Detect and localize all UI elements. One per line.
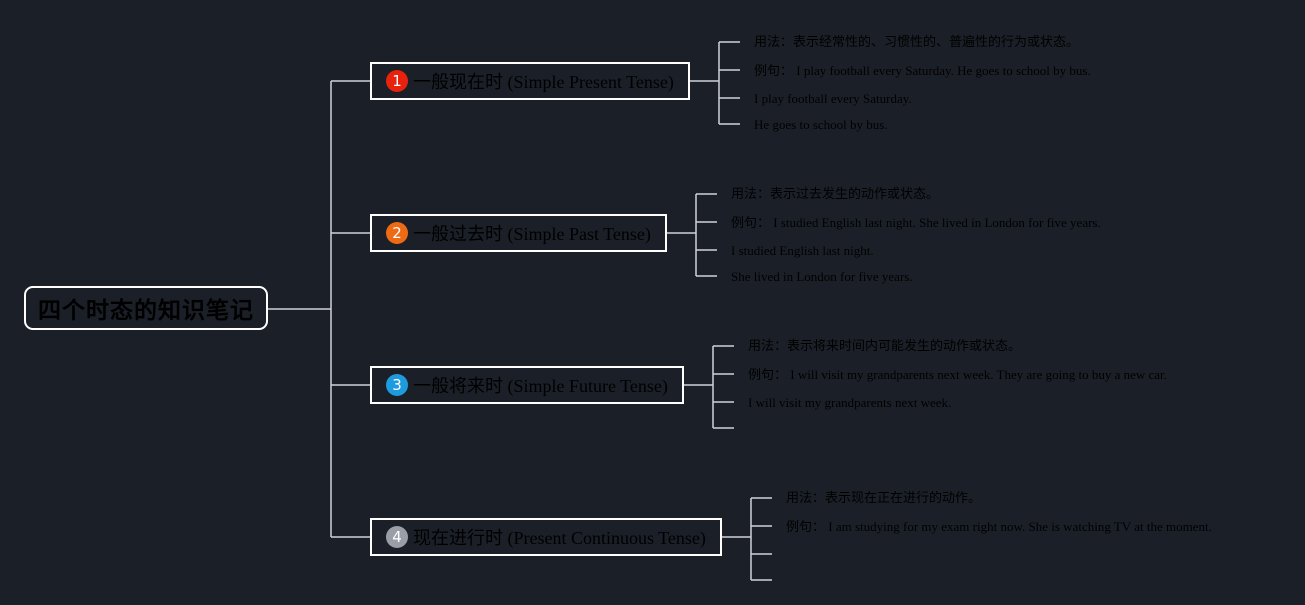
leaf-sentence[interactable]: I play football every Saturday. xyxy=(754,91,912,106)
leaf-usage[interactable]: 用法：表示过去发生的动作或状态。 xyxy=(731,186,940,201)
leaf-usage[interactable]: 用法：表示经常性的、习惯性的、普遍性的行为或状态。 xyxy=(754,34,1080,49)
number-badge-icon: 3 xyxy=(386,374,408,396)
root-label: 四个时态的知识笔记 xyxy=(38,298,254,324)
leaf-bracket-2 xyxy=(666,193,717,277)
leaf-example[interactable]: 例句： I studied English last night. She li… xyxy=(731,215,1101,230)
branch-node-simple-past[interactable]: 2 一般过去时 (Simple Past Tense) xyxy=(370,214,667,252)
branch-label: 一般将来时 (Simple Future Tense) xyxy=(413,376,668,396)
branch-node-simple-future[interactable]: 3 一般将来时 (Simple Future Tense) xyxy=(370,366,684,404)
leaf-bracket-1 xyxy=(689,41,740,125)
leaf-bracket-4 xyxy=(721,497,772,581)
leaf-example[interactable]: 例句： I am studying for my exam right now.… xyxy=(786,519,1212,534)
number-badge-icon: 1 xyxy=(386,70,408,92)
branch-node-simple-present[interactable]: 1 一般现在时 (Simple Present Tense) xyxy=(370,62,690,100)
leaf-usage[interactable]: 用法：表示现在正在进行的动作。 xyxy=(786,490,982,505)
leaf-sentence[interactable]: He goes to school by bus. xyxy=(754,117,888,132)
leaf-sentence[interactable]: She lived in London for five years. xyxy=(731,269,913,284)
number-badge-icon: 2 xyxy=(386,222,408,244)
leaf-usage[interactable]: 用法：表示将来时间内可能发生的动作或状态。 xyxy=(748,338,1022,353)
leaf-bracket-3 xyxy=(683,345,734,429)
leaf-sentence[interactable]: I will visit my grandparents next week. xyxy=(748,395,952,410)
leaf-example[interactable]: 例句： I play football every Saturday. He g… xyxy=(754,63,1091,78)
branch-label: 现在进行时 (Present Continuous Tense) xyxy=(413,528,706,548)
leaf-sentence[interactable]: I studied English last night. xyxy=(731,243,874,258)
leaf-example[interactable]: 例句： I will visit my grandparents next we… xyxy=(748,367,1167,382)
branch-label: 一般现在时 (Simple Present Tense) xyxy=(413,72,674,92)
number-badge-icon: 4 xyxy=(386,526,408,548)
branch-label: 一般过去时 (Simple Past Tense) xyxy=(413,224,651,244)
branch-node-present-continuous[interactable]: 4 现在进行时 (Present Continuous Tense) xyxy=(370,518,722,556)
root-node[interactable]: 四个时态的知识笔记 xyxy=(24,286,268,330)
